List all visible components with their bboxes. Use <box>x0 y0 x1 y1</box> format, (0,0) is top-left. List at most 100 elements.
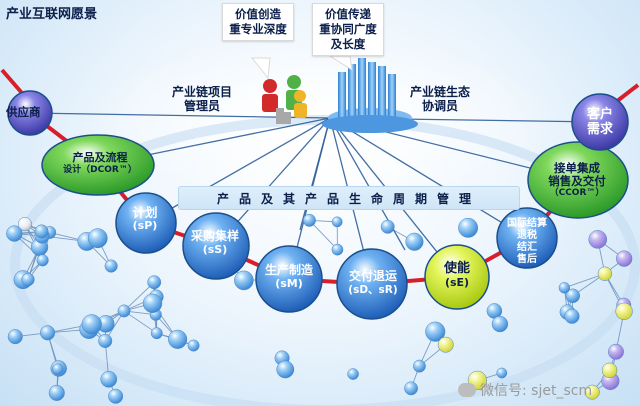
mesh-sphere <box>7 329 23 345</box>
delivery-sphere <box>336 248 408 320</box>
mesh-sphere <box>496 367 508 379</box>
mesh-link <box>309 220 338 250</box>
node-product-design-line: 设计（DCOR™） <box>63 164 137 175</box>
callout-value-creation-line: 价值创造 <box>235 7 281 21</box>
mesh-sphere <box>142 293 163 313</box>
mesh-sphere <box>147 275 162 290</box>
node-plan: 计划 (sP) <box>116 205 174 233</box>
node-enable-line: 使能 <box>443 261 470 276</box>
mesh-sphere <box>425 321 446 342</box>
role-eco-coordinator-line: 产业链生态 <box>410 85 471 99</box>
manufacturing-sphere <box>255 245 323 313</box>
data-tower-icon <box>322 58 418 133</box>
people-icon <box>262 75 307 124</box>
callout-value-delivery-line: 及长度 <box>330 36 366 51</box>
mesh-sphere <box>615 302 633 320</box>
intl-settlement-sphere <box>496 207 558 269</box>
mesh-sphere <box>565 288 580 304</box>
mesh-sphere <box>437 336 454 353</box>
mesh-sphere <box>168 329 188 349</box>
watermark: 微信号: sjet_scm <box>458 380 592 400</box>
callout-value-creation-line: 重专业深度 <box>229 21 287 36</box>
product-design-sphere <box>41 134 155 196</box>
mesh-sphere <box>6 225 23 242</box>
mesh-sphere <box>491 315 509 333</box>
sourcing-sphere <box>182 212 250 280</box>
mesh-sphere <box>458 217 478 238</box>
node-intl-settlement-line: 退税 <box>517 230 537 241</box>
mesh-sphere <box>597 266 613 281</box>
node-manufacturing-line: (sM) <box>275 276 303 290</box>
node-delivery: 交付退运 (sD、sR) <box>338 269 408 296</box>
mesh-sphere <box>100 370 118 388</box>
mesh-sphere <box>413 359 426 373</box>
node-delivery-line: 交付退运 <box>348 269 397 283</box>
mesh-sphere <box>615 250 633 267</box>
node-supplier-label: 供应商 <box>6 105 41 119</box>
role-eco-coordinator: 产业链生态 协调员 <box>410 85 471 114</box>
mesh-sphere <box>276 360 295 379</box>
node-plan-line: (sP) <box>132 219 158 233</box>
node-order-integration: 接单集成 销售及交付 （CCOR™） <box>533 161 621 199</box>
mesh-sphere <box>40 325 56 341</box>
mesh-sphere <box>331 216 343 228</box>
hub-spoke <box>329 117 528 239</box>
mesh-sphere <box>404 381 418 396</box>
node-intl-settlement-line: 国际结算 <box>507 218 547 229</box>
node-customer-line: 客户 <box>586 107 613 122</box>
mesh-sphere <box>608 343 624 360</box>
wechat-icon <box>458 383 476 397</box>
watermark-text: 微信号: sjet_scm <box>480 383 593 399</box>
role-eco-coordinator-line: 协调员 <box>422 98 459 113</box>
node-enable-line: (sE) <box>444 275 470 289</box>
node-manufacturing: 生产制造 (sM) <box>256 263 322 290</box>
order-integration-sphere <box>527 141 629 219</box>
mesh-sphere <box>117 304 131 318</box>
network-spheres <box>6 90 633 404</box>
enable-sphere <box>424 244 490 310</box>
callout-value-delivery: 价值传递 重协同广度 及长度 <box>312 3 384 56</box>
callout-value-delivery-line: 重协同广度 <box>319 21 377 36</box>
customer-sphere <box>571 93 629 151</box>
node-customer-line: 需求 <box>586 121 613 137</box>
node-intl-settlement-line: 结汇 <box>517 242 537 253</box>
mesh-link <box>123 310 158 334</box>
node-sourcing-line: 采购集样 <box>190 229 239 243</box>
supplier-sphere <box>7 90 53 136</box>
role-project-manager-line: 管理员 <box>184 98 221 113</box>
mesh-sphere <box>108 388 124 404</box>
outer-ring <box>10 115 640 406</box>
mesh-sphere <box>81 314 102 335</box>
mesh-sphere <box>104 259 118 273</box>
mesh-sphere <box>347 368 359 380</box>
mesh-sphere <box>584 384 600 400</box>
lifecycle-bar-label: 产品及其产品生命周期管理 <box>216 191 481 206</box>
callout-pointer-left <box>250 57 271 80</box>
node-supplier: 供应商 <box>6 105 41 119</box>
hub-spoke <box>299 117 331 231</box>
node-customer: 客户 需求 <box>572 107 628 138</box>
node-intl-settlement-line: 售后 <box>517 254 537 265</box>
node-manufacturing-line: 生产制造 <box>264 263 313 277</box>
node-intl-settlement: 国际结算 退税 结汇 售后 <box>500 218 554 266</box>
mesh-sphere <box>405 232 424 251</box>
node-order-integration-line: （CCOR™） <box>549 188 605 199</box>
hub-spoke <box>145 117 331 224</box>
mesh-sphere <box>48 384 65 401</box>
node-order-integration-line: 销售及交付 <box>548 174 606 189</box>
mesh-sphere <box>87 228 108 249</box>
mesh-sphere <box>331 243 344 256</box>
node-order-integration-line: 接单集成 <box>554 161 600 175</box>
node-sourcing-line: (sS) <box>202 242 228 256</box>
callout-value-creation: 价值创造 重专业深度 <box>222 3 294 41</box>
role-project-manager-line: 产业链项目 <box>172 85 233 99</box>
mesh-link <box>123 281 155 312</box>
mesh-sphere <box>21 272 35 287</box>
mesh-sphere <box>302 213 316 227</box>
node-delivery-line: (sD、sR) <box>348 283 398 296</box>
mesh-sphere <box>36 254 49 267</box>
node-sourcing: 采购集样 (sS) <box>182 229 248 256</box>
mesh-sphere <box>17 217 32 232</box>
